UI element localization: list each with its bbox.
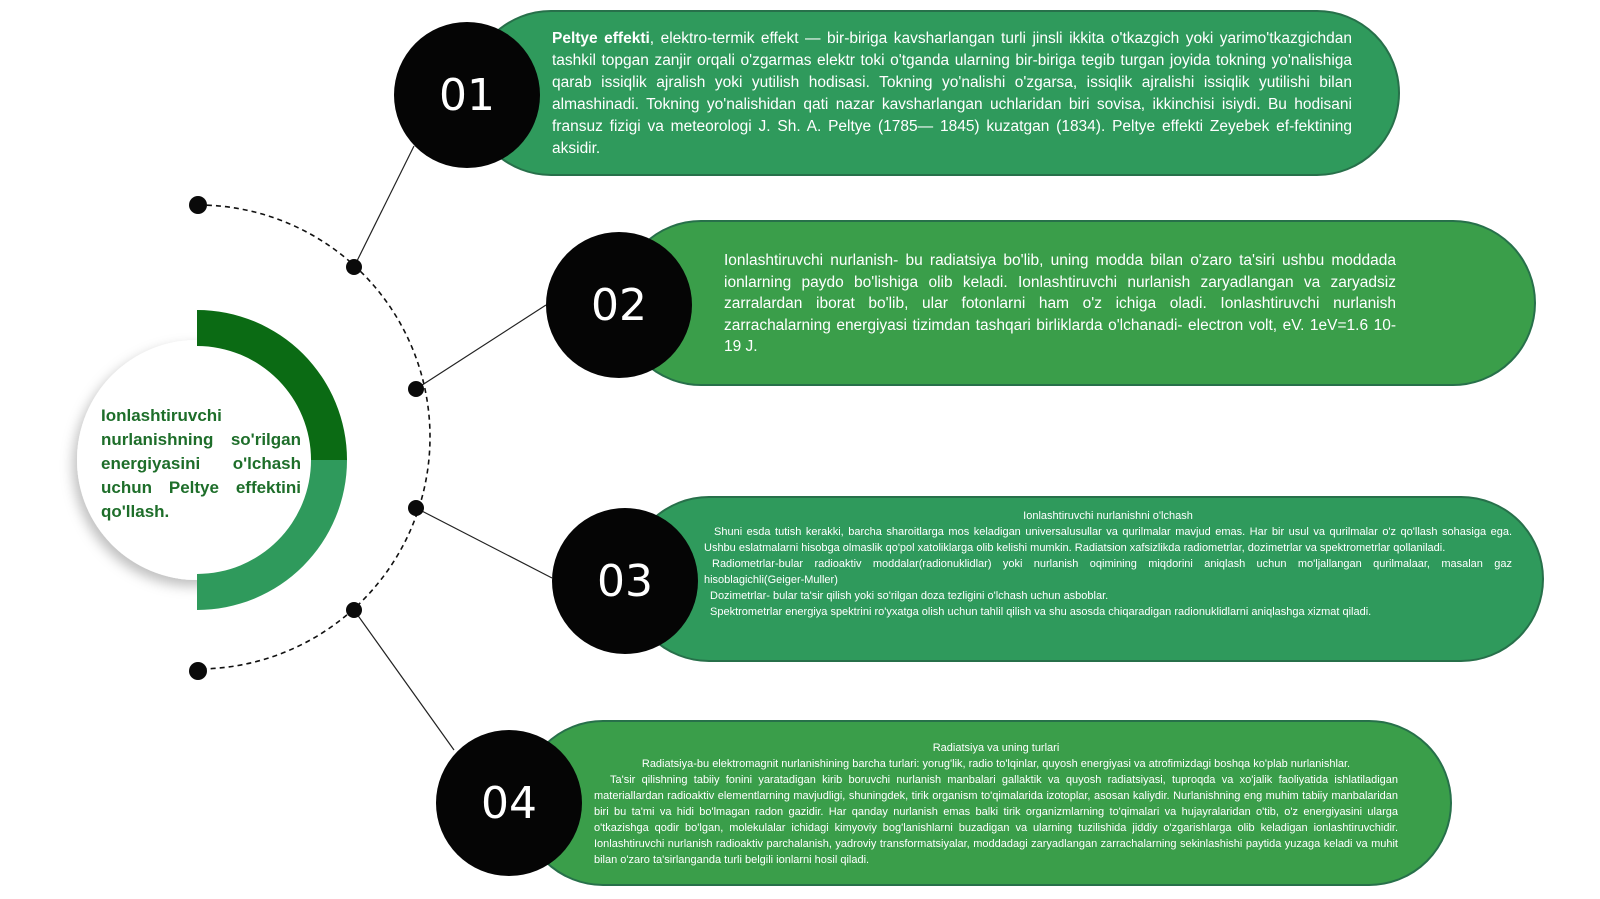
item-04-number-badge: 04 bbox=[436, 730, 582, 876]
connector-line-04 bbox=[353, 609, 455, 751]
item-03-paragraph: Dozimetrlar- bular ta'sir qilish yoki so… bbox=[710, 590, 1109, 602]
arc-end-dot-top bbox=[189, 196, 207, 214]
item-03-heading: Ionlashtiruvchi nurlanishni o'lchash bbox=[1023, 510, 1193, 522]
connector-line-01 bbox=[353, 145, 415, 268]
item-03-number-badge: 03 bbox=[552, 508, 698, 654]
item-03-content: Ionlashtiruvchi nurlanishni o'lchash Shu… bbox=[704, 508, 1512, 620]
item-03-paragraph: Spektrometrlar energiya spektrini ro'yxa… bbox=[710, 606, 1372, 618]
node-dot-03 bbox=[408, 500, 424, 516]
item-01-panel: Peltye effekti, elektro-termik effekt — … bbox=[468, 10, 1400, 176]
item-01-body: , elektro-termik effekt — bir-biriga kav… bbox=[552, 30, 1352, 157]
item-03-paragraph: Radiometrlar-bular radioaktiv moddalar(r… bbox=[704, 558, 1512, 586]
item-01-number: 01 bbox=[439, 69, 495, 121]
node-dot-02 bbox=[408, 381, 424, 397]
item-01-lead: Peltye effekti bbox=[552, 30, 650, 47]
item-01-number-badge: 01 bbox=[394, 22, 540, 168]
node-dot-01 bbox=[346, 259, 362, 275]
connector-line-03 bbox=[415, 507, 553, 579]
item-04-number: 04 bbox=[481, 777, 537, 829]
item-04-paragraph: Radiatsiya-bu elektromagnit nurlanishini… bbox=[641, 758, 1351, 770]
item-03-panel: Ionlashtiruvchi nurlanishni o'lchash Shu… bbox=[626, 496, 1544, 662]
node-dot-04 bbox=[346, 602, 362, 618]
hub-title: Ionlashtiruvchi nurlanishning so'rilgan … bbox=[101, 406, 301, 521]
item-04-heading: Radiatsiya va uning turlari bbox=[932, 742, 1060, 754]
item-03-paragraph: Shuni esda tutish kerakki, barcha sharoi… bbox=[704, 526, 1512, 554]
hub-arc-lower bbox=[197, 460, 347, 610]
item-03-number: 03 bbox=[597, 555, 653, 607]
hub-arc-upper bbox=[197, 310, 347, 460]
item-04-paragraph: Ta'sir qilishning tabiiy fonini yaratadi… bbox=[594, 774, 1398, 866]
item-02-number-badge: 02 bbox=[546, 232, 692, 378]
item-02-panel: Ionlashtiruvchi nurlanish- bu radiatsiya… bbox=[618, 220, 1536, 386]
item-01-text: Peltye effekti, elektro-termik effekt — … bbox=[552, 28, 1352, 160]
item-04-panel: Radiatsiya va uning turlari Radiatsiya-b… bbox=[520, 720, 1452, 886]
hub-circle bbox=[77, 340, 317, 580]
item-02-text: Ionlashtiruvchi nurlanish- bu radiatsiya… bbox=[724, 252, 1396, 355]
dashed-arc bbox=[197, 204, 431, 670]
item-04-content: Radiatsiya va uning turlari Radiatsiya-b… bbox=[594, 740, 1398, 868]
arc-end-dot-bottom bbox=[189, 662, 207, 680]
connector-line-02 bbox=[415, 304, 547, 390]
item-02-number: 02 bbox=[591, 279, 647, 331]
